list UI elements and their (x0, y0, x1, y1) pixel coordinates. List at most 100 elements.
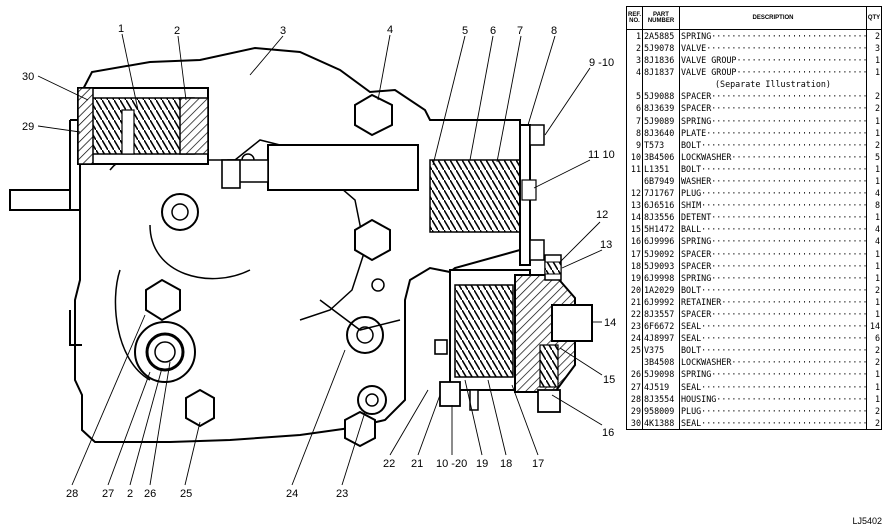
callout-12: 12 (596, 209, 608, 221)
callout-23: 23 (336, 488, 348, 500)
dot-leader: ········································ (711, 248, 866, 259)
dot-leader: ········································ (711, 115, 866, 126)
description-cell: SPRING··································… (679, 29, 867, 43)
description-cell: VALVE GROUP·····························… (679, 54, 867, 67)
dot-leader: ········································ (711, 309, 866, 319)
callout-22: 22 (383, 458, 395, 470)
ref-cell: 22 (630, 309, 641, 319)
dot-leader: ········································ (701, 139, 866, 150)
callout-26: 26 (144, 488, 156, 500)
callout-5: 5 (462, 25, 468, 37)
part-number-cell: 8J3556 (642, 211, 680, 224)
qty-cell: 2 (866, 356, 881, 369)
dot-leader: ········································ (701, 381, 866, 392)
dot-leader: ········································ (701, 405, 866, 416)
qty-cell: 3 (866, 42, 881, 55)
callout-3: 3 (280, 25, 286, 37)
ref-cell: 10 (630, 151, 641, 162)
dot-leader: ········································ (731, 357, 866, 368)
description-cell: VALVE···································… (679, 42, 867, 55)
dot-leader: ········································ (711, 212, 866, 223)
part-number-cell: 6F6672 (642, 320, 680, 333)
callout-2: 2 (174, 25, 180, 37)
dot-leader: ········································ (721, 296, 866, 307)
part-number-cell: 7J1767 (642, 187, 680, 200)
qty-cell (866, 78, 881, 91)
callout-6: 6 (490, 25, 496, 37)
parts-table-header: REF. NO. PART NUMBER DESCRIPTION QTY (627, 7, 881, 30)
part-number-cell: 5H1472 (642, 223, 680, 236)
callout-30: 30 (22, 71, 34, 83)
parts-list: REF. NO. PART NUMBER DESCRIPTION QTY 1 2A… (626, 6, 882, 431)
ref-cell (627, 357, 643, 369)
part-number-cell: 5J9092 (642, 247, 680, 260)
part-number-cell: 6J6516 (642, 199, 680, 212)
callout-21: 21 (411, 458, 423, 470)
description-cell: SEAL····································… (679, 417, 867, 430)
dot-leader: ········································ (706, 42, 866, 53)
callout-19: 19 (476, 458, 488, 470)
dot-leader: ········································ (701, 200, 866, 211)
ref-cell: 11 (630, 163, 641, 174)
qty-cell: 1 (866, 247, 881, 260)
ref-cell: 9 (635, 139, 641, 150)
ref-cell: 19 (630, 272, 641, 283)
ref-cell: 23 (630, 321, 641, 332)
hex-bolts (145, 93, 393, 448)
lower-detent-assembly (439, 254, 593, 413)
part-number-cell: 2A5885 (642, 29, 680, 43)
dot-leader: ········································ (701, 284, 866, 295)
part-number-cell: 4J519 (642, 380, 680, 393)
description-cell: SPRING··································… (679, 271, 867, 284)
qty-cell: 2 (866, 344, 881, 357)
description-cell: SHIM····································… (679, 199, 867, 212)
ref-cell: 17 (630, 248, 641, 259)
description-cell: SPRING··································… (679, 235, 867, 248)
ref-cell: 30 (630, 417, 641, 428)
callout-18: 18 (500, 458, 512, 470)
qty-cell: 1 (866, 259, 881, 272)
callout-17: 17 (532, 458, 544, 470)
ref-cell: 16 (630, 236, 641, 247)
ref-cell: 15 (630, 224, 641, 235)
qty-cell: 1 (866, 380, 881, 393)
ref-cell: 6 (635, 103, 641, 114)
callout-14: 14 (604, 317, 616, 329)
description-cell: (Separate Illustration) (679, 78, 867, 91)
part-number-cell: L1351 (642, 163, 680, 176)
part-number-cell: 4J8997 (642, 332, 680, 345)
part-number-cell: 3B4508 (642, 356, 680, 369)
part-number-cell: 6J9992 (642, 296, 680, 309)
part-number-cell: 5J9089 (642, 114, 680, 127)
part-number-cell: 8J3557 (642, 308, 680, 321)
qty-cell: 4 (866, 235, 881, 248)
part-number-cell: 8J1837 (642, 66, 680, 79)
ref-cell: 25 (630, 345, 641, 356)
description-cell: SEAL····································… (679, 380, 867, 393)
ref-cell (627, 175, 643, 187)
callout-24: 24 (286, 488, 298, 500)
description-cell: PLUG····································… (679, 187, 867, 200)
callout-27: 27 (102, 488, 114, 500)
dot-leader: ········································ (731, 151, 866, 162)
description-cell: SPACER··································… (679, 308, 867, 321)
qty-cell: 1 (866, 392, 881, 405)
dot-leader: ········································ (736, 67, 866, 78)
part-number-cell: 6B7949 (642, 175, 680, 188)
description-cell: SEAL····································… (679, 332, 867, 345)
callout-13: 13 (600, 239, 612, 251)
part-number-cell: 3B4506 (642, 150, 680, 164)
